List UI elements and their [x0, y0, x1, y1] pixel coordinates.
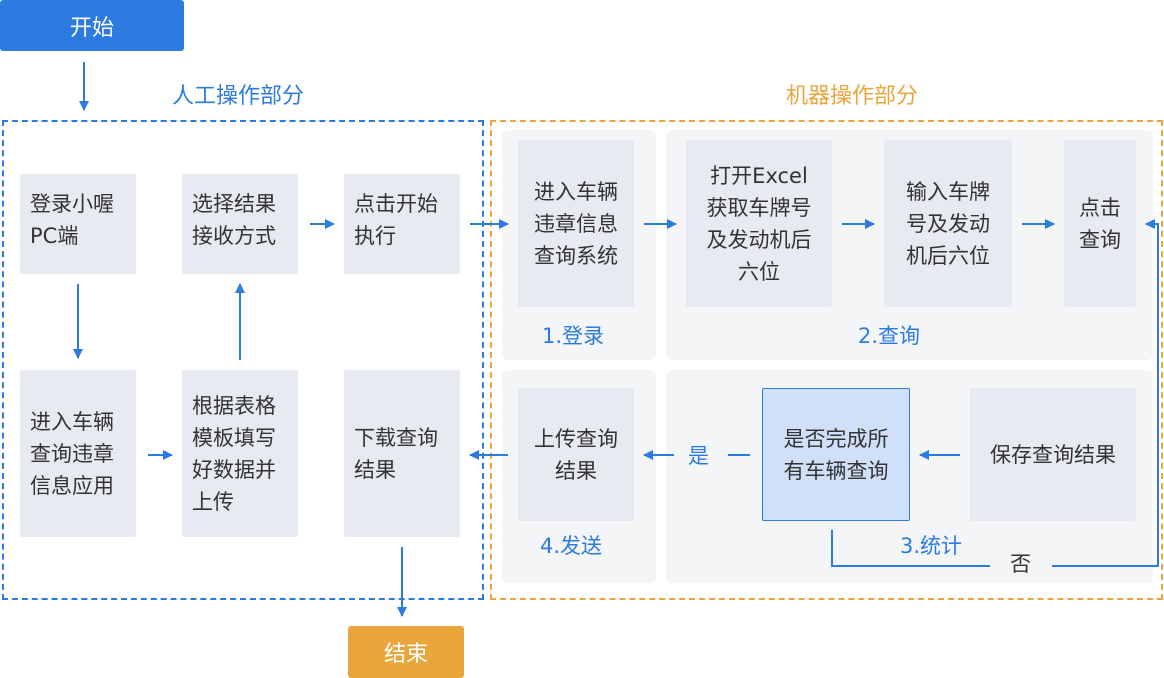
edge-label-yes: 是 — [688, 444, 709, 468]
end-node: 结束 — [348, 626, 464, 678]
node-upload-result: 上传查询 结果 — [518, 388, 634, 521]
start-node: 开始 — [0, 0, 184, 51]
machine-zone-title: 机器操作部分 — [786, 84, 919, 109]
node-enter-system: 进入车辆 违章信息 查询系统 — [518, 140, 634, 307]
node-input-plate: 输入车牌 号及发动 机后六位 — [884, 140, 1012, 307]
manual-zone-title: 人工操作部分 — [172, 84, 305, 109]
phase-stats-label: 3.统计 — [900, 534, 963, 558]
node-choose-method: 选择结果 接收方式 — [182, 174, 298, 274]
node-enter-app: 进入车辆 查询违章 信息应用 — [20, 370, 136, 537]
node-save-result: 保存查询结果 — [970, 388, 1136, 521]
manual-zone — [2, 120, 484, 600]
node-click-start: 点击开始 执行 — [344, 174, 460, 274]
phase-send-label: 4.发送 — [540, 534, 603, 558]
line-decision-to-no — [831, 530, 990, 567]
machine-zone — [490, 120, 1163, 600]
edge-label-no: 否 — [1010, 552, 1031, 576]
node-open-excel: 打开Excel 获取车牌号 及发动机后 六位 — [686, 140, 832, 307]
node-click-query: 点击 查询 — [1064, 140, 1136, 307]
node-fill-template: 根据表格 模板填写 好数据并 上传 — [182, 370, 298, 537]
node-download: 下载查询 结果 — [344, 370, 460, 537]
end-label: 结束 — [383, 642, 428, 667]
arrow-no-to-click-query — [1052, 219, 1159, 567]
phase-query-label: 2.查询 — [858, 324, 921, 348]
phase-login-label: 1.登录 — [542, 324, 605, 348]
start-label: 开始 — [69, 15, 114, 41]
node-login-pc: 登录小喔 PC端 — [20, 174, 136, 274]
node-all-done: 是否完成所 有车辆查询 — [762, 388, 910, 521]
